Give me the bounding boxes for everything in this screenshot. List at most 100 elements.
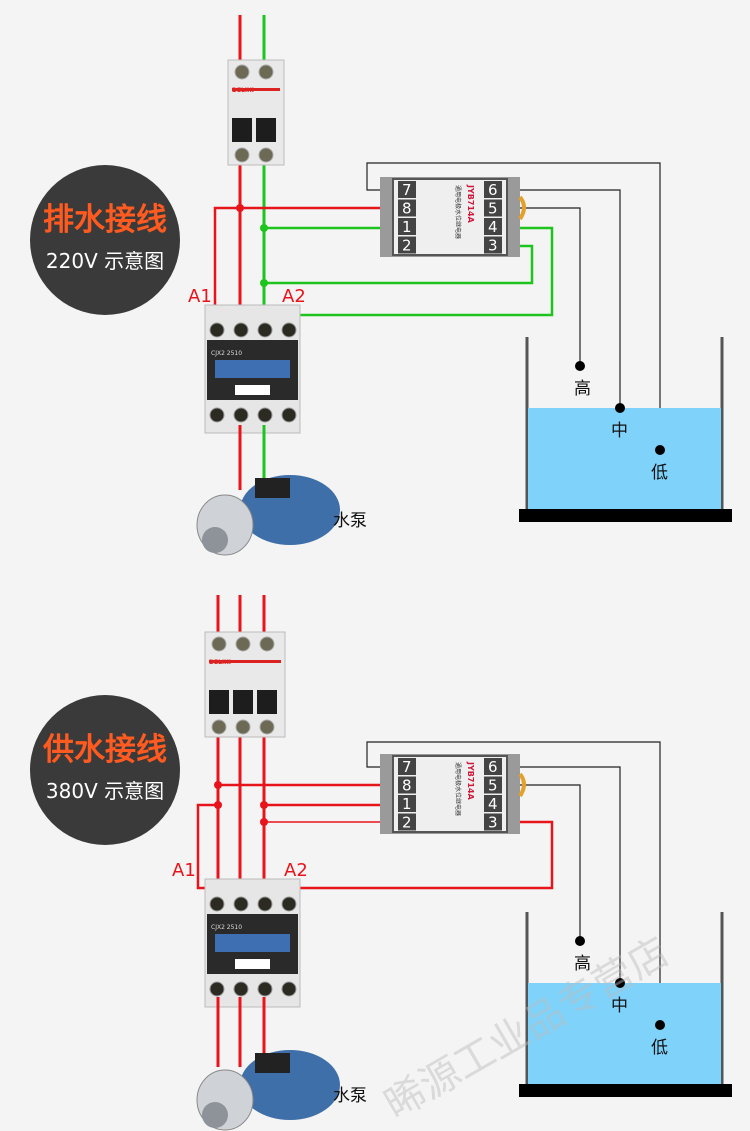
relay-terminal-box [484,236,502,254]
control-wire-a1 [196,803,218,890]
diagram-title: 供水接线 [42,732,167,768]
contactor-terminal [257,981,273,997]
relay-terminal-box [484,218,502,235]
junction-dot [214,781,222,789]
control-wire-live [213,206,390,318]
junction-dot [260,224,268,232]
contactor-terminal [281,981,297,997]
breaker-terminal-screw [235,719,251,735]
probe-wire-high [510,784,581,943]
badge-circle [30,165,180,315]
breaker-terminal-screw [259,636,275,652]
probe-wire-low [366,162,661,450]
relay-terminal-number: 8 [402,200,412,218]
junction-dot [260,818,268,826]
relay-model: JYB714A [466,184,475,224]
breaker-terminal-screw [259,719,275,735]
relay-terminal-number: 5 [488,777,498,795]
junction-dot [655,1020,665,1030]
relay-terminal-box [398,236,416,254]
relay-terminal-number: 5 [488,200,498,218]
relay-terminal-box [484,181,502,198]
breaker-terminal-screw [234,147,250,163]
relay-terminal-number: 2 [402,237,412,255]
breaker-brand: DELIXI [232,87,254,94]
relay-terminal-number: 7 [402,758,412,776]
pump-inlet [202,527,228,553]
junction-dot [260,279,268,287]
contactor-terminal [281,407,297,423]
contactor-label-plate [235,385,270,395]
contactor-terminal [281,896,297,912]
junction-dot [575,936,585,946]
junction-dot [655,445,665,455]
breaker-toggle [209,690,229,714]
probe-wire-mid [510,189,621,408]
pump-label: 水泵 [333,511,367,531]
pump-label: 水泵 [333,1086,367,1106]
contactor-terminal [233,322,249,338]
relay-terminal-box [398,776,416,794]
brand-stripe [209,660,281,663]
coil-label-a2: A2 [282,286,306,307]
relay-terminal-number: 2 [402,814,412,832]
control-wire-a2 [290,226,554,317]
breaker-terminal-screw [235,636,251,652]
breaker-terminal-screw [234,64,250,80]
relay-terminal-box [484,199,502,217]
tank-base [519,1084,732,1097]
relay-terminal-box [398,758,416,775]
relay-description: 通用电极水位继电器 [454,185,462,239]
level-label: 高 [574,954,591,974]
breaker-terminal-screw [211,636,227,652]
junction-dot [575,361,585,371]
contactor-terminal [233,407,249,423]
contactor-terminal [233,981,249,997]
junction-dot [260,801,268,809]
control-wire-a2 [290,820,554,890]
probe-wire-mid [510,766,621,985]
diagram-subtitle: 220V 示意图 [46,249,164,273]
contactor-model: CJX2 2510 [211,924,242,931]
relay-terminal-number: 6 [488,181,498,199]
pump-junction-box [255,1053,290,1073]
relay-terminal-number: 3 [488,237,498,255]
water [528,408,721,509]
contactor-terminal [209,322,225,338]
breaker-terminal-screw [211,719,227,735]
relay-terminal-box [484,776,502,794]
tank-base [519,509,732,522]
coil-label-a1: A1 [188,286,212,307]
contactor-terminal [209,407,225,423]
coil-label-a2: A2 [284,860,308,881]
contactor-model: CJX2 2510 [211,350,242,357]
relay-terminal-number: 1 [402,218,412,236]
pump-junction-box [255,478,290,498]
relay-terminal-number: 8 [402,777,412,795]
breaker-brand: DELIXI [209,659,231,666]
junction-dot [214,801,222,809]
brand-stripe [232,88,280,91]
relay-clip [518,195,526,221]
level-label: 中 [611,996,628,1016]
relay-terminal-number: 6 [488,758,498,776]
badge-circle [30,695,180,845]
relay-terminal-box [398,181,416,198]
relay-clip [518,772,526,798]
relay-terminal-number: 3 [488,814,498,832]
breaker-terminal-screw [258,147,274,163]
contactor-terminal [257,322,273,338]
relay-terminal-box [398,199,416,217]
level-label: 低 [651,1038,668,1058]
junction-dot [236,204,244,212]
breaker-toggle [232,118,252,142]
contactor-label-plate [235,959,270,969]
contactor-terminal [257,407,273,423]
relay-terminal-number: 4 [488,795,498,813]
relay-terminal-number: 7 [402,181,412,199]
relay-terminal-box [398,218,416,235]
coil-label-a1: A1 [172,860,196,881]
level-label: 低 [651,463,668,483]
